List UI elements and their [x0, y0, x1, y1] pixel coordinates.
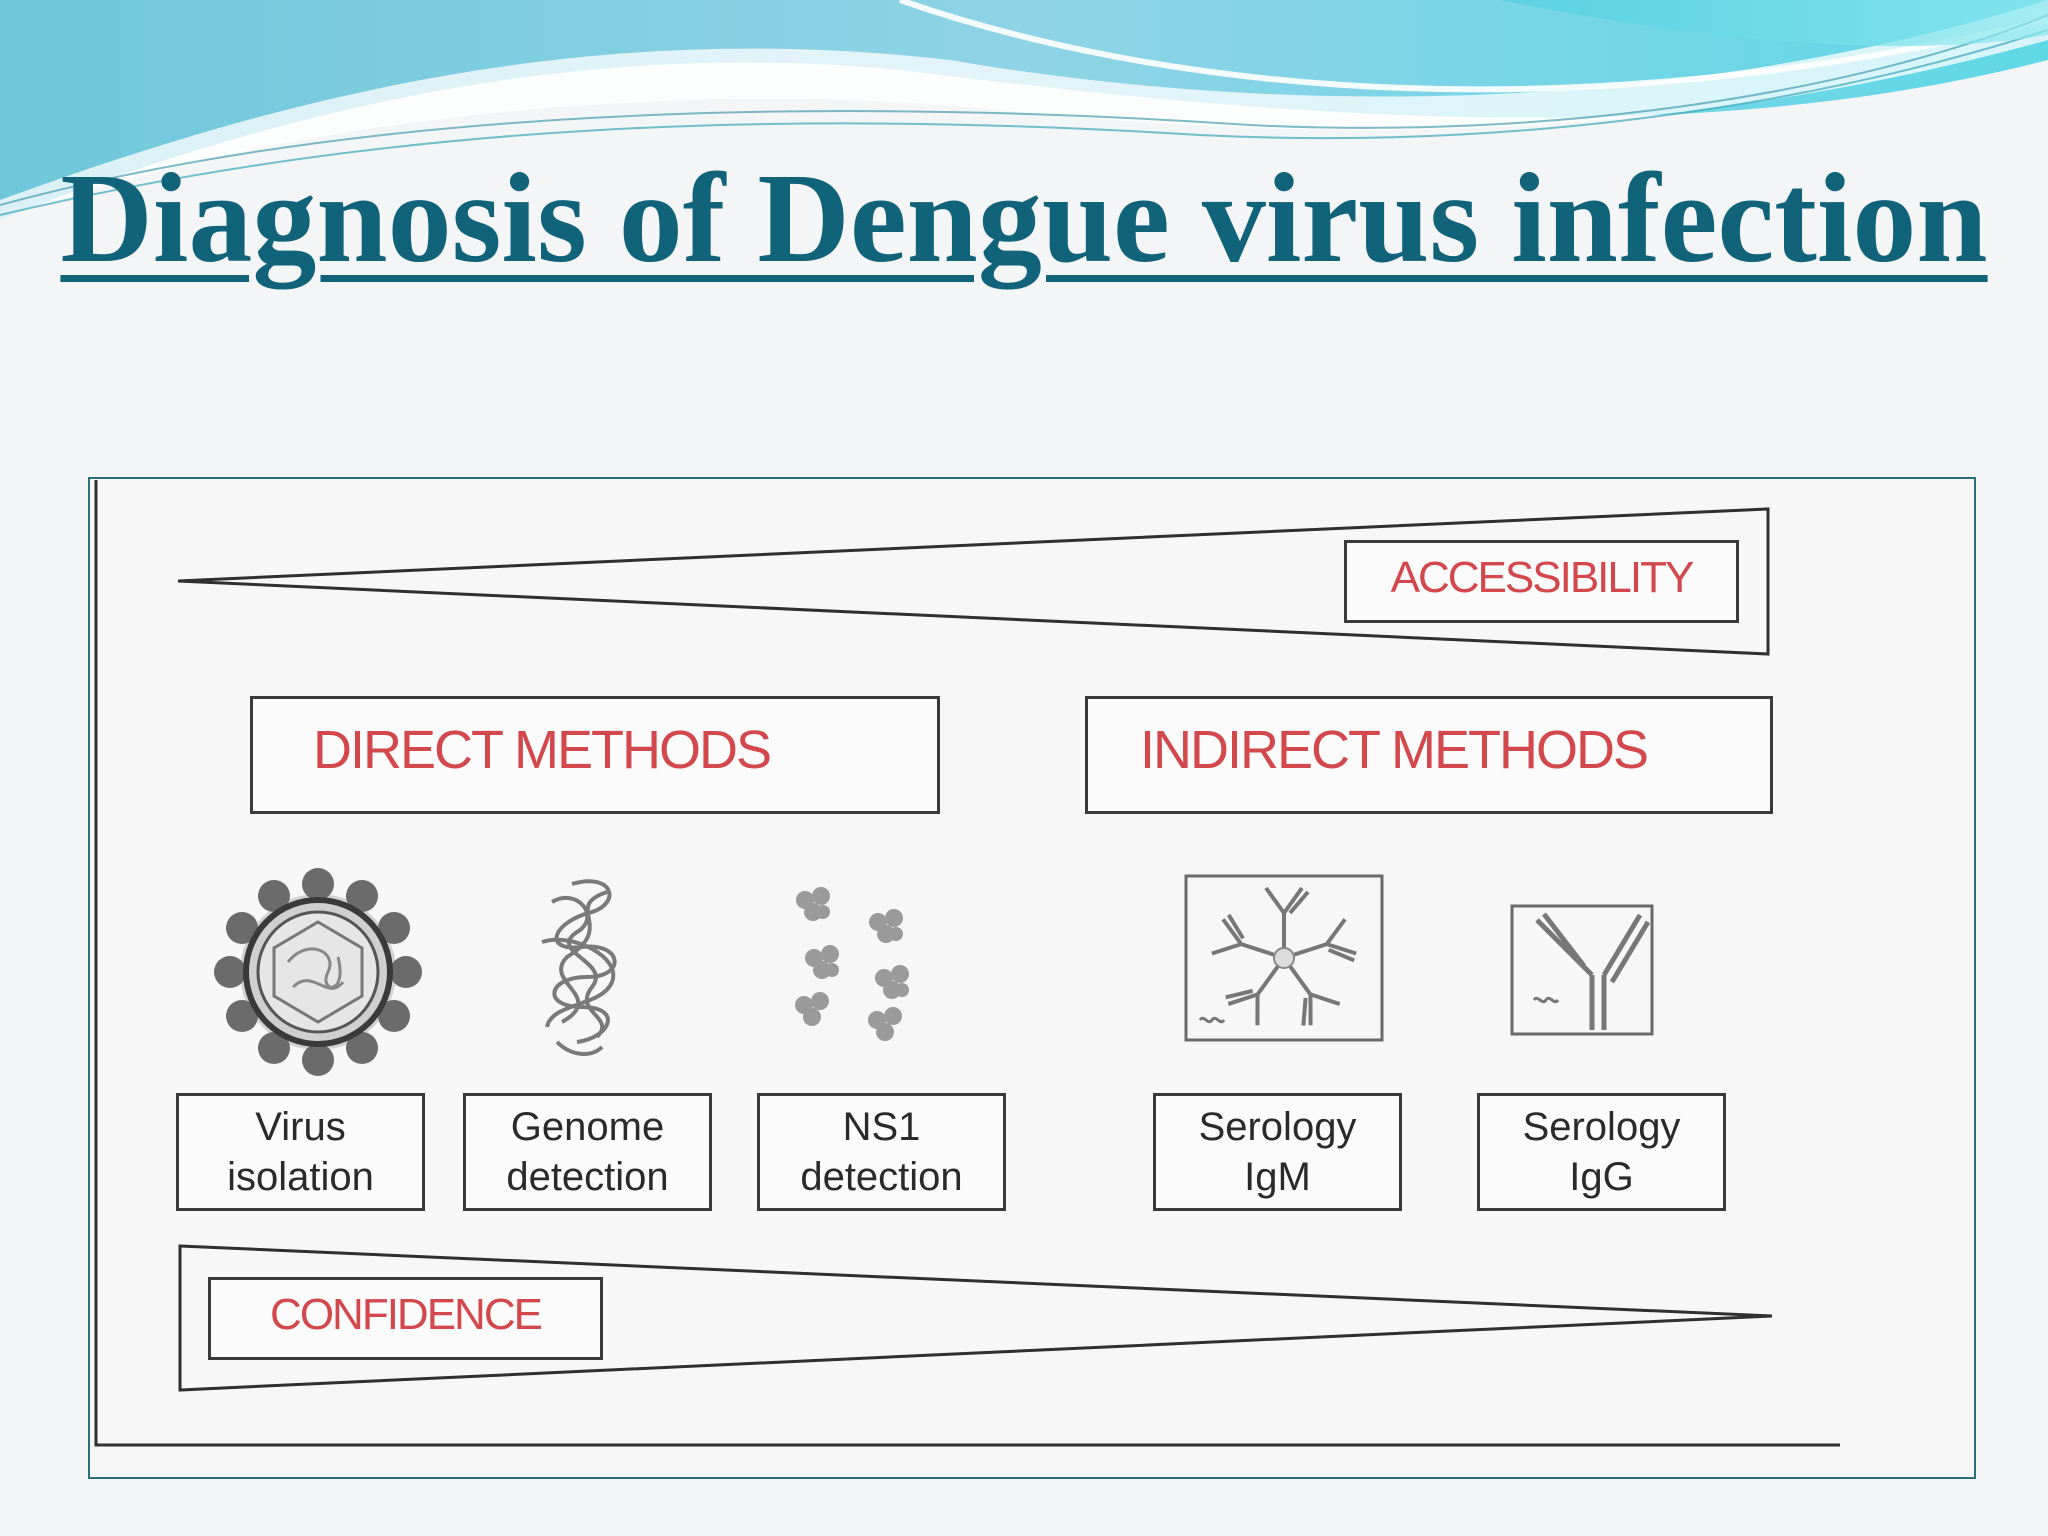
- indirect-methods-box: INDIRECT METHODS: [1085, 696, 1773, 814]
- direct-methods-box: DIRECT METHODS: [250, 696, 940, 814]
- method-line2: detection: [800, 1155, 963, 1199]
- virus-particle-icon: [214, 868, 422, 1076]
- diagram-axis: [94, 480, 1840, 1447]
- method-box-genome-detection: Genome detection: [463, 1093, 712, 1211]
- igg-antibody-icon: [1510, 904, 1654, 1036]
- method-line2: IgM: [1244, 1155, 1311, 1199]
- method-line1: Serology: [1522, 1105, 1681, 1149]
- method-box-virus-isolation: Virus isolation: [176, 1093, 425, 1211]
- ns1-protein-icon: [795, 887, 909, 1041]
- accessibility-wedge: [177, 507, 1770, 656]
- accessibility-box: ACCESSIBILITY: [1344, 540, 1739, 623]
- method-line2: IgG: [1569, 1155, 1634, 1199]
- method-line2: detection: [506, 1155, 669, 1199]
- header-wave-decoration: [0, 0, 2048, 220]
- igm-antibody-icon: [1184, 874, 1384, 1042]
- confidence-box: CONFIDENCE: [208, 1277, 603, 1360]
- method-box-ns1-detection: NS1 detection: [757, 1093, 1006, 1211]
- method-box-serology-igg: Serology IgG: [1477, 1093, 1726, 1211]
- method-line2: isolation: [227, 1155, 374, 1199]
- accessibility-label: ACCESSIBILITY: [1390, 553, 1695, 602]
- direct-methods-label: DIRECT METHODS: [313, 720, 772, 780]
- confidence-label: CONFIDENCE: [270, 1290, 543, 1339]
- method-box-serology-igm: Serology IgM: [1153, 1093, 1402, 1211]
- indirect-methods-label: INDIRECT METHODS: [1140, 720, 1649, 780]
- method-line1: Genome: [510, 1105, 665, 1149]
- genome-strand-icon: [541, 879, 617, 1056]
- method-line1: Serology: [1198, 1105, 1357, 1149]
- slide-title-text: Diagnosis of Dengue virus infection: [60, 147, 1988, 289]
- method-line1: NS1: [842, 1105, 921, 1149]
- confidence-wedge: [178, 1244, 1773, 1392]
- method-line1: Virus: [255, 1105, 346, 1149]
- slide-title: Diagnosis of Dengue virus infection: [0, 140, 2048, 296]
